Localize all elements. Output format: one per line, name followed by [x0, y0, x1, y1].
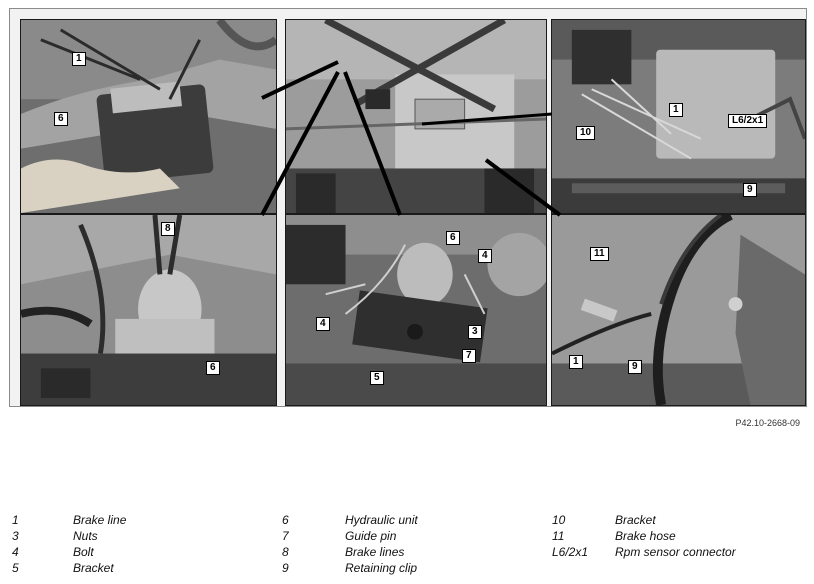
callout-p5-4b: 4 — [316, 317, 330, 331]
photo-bottom-center: 6 4 4 3 7 5 — [285, 214, 547, 406]
callout-p6-9: 9 — [628, 360, 642, 374]
callout-p5-6: 6 — [446, 231, 460, 245]
callout-p5-5: 5 — [370, 371, 384, 385]
callout-p3-10: 10 — [576, 126, 596, 140]
callout-p6-1: 1 — [569, 355, 583, 369]
callout-p1-6: 6 — [54, 112, 68, 126]
callout-p3-9: 9 — [743, 183, 757, 197]
photo-bottom-left: 8 6 — [20, 214, 277, 406]
callout-p5-3: 3 — [468, 325, 482, 339]
figure-reference: P42.10-2668-09 — [735, 418, 800, 428]
photo-bottom-right: 11 1 9 — [551, 214, 806, 406]
callout-p1-1: 1 — [72, 52, 86, 66]
photo-top-center — [285, 19, 547, 214]
photo-top-left: 1 6 — [20, 19, 277, 214]
callout-p6-11: 11 — [590, 247, 609, 261]
photo-top-right: 1 10 L6/2x1 9 — [551, 19, 806, 214]
callout-p5-7: 7 — [462, 349, 476, 363]
callout-p4-6: 6 — [206, 361, 220, 375]
figure-frame: 1 6 1 10 L6/2x1 — [9, 8, 807, 407]
callout-p3-L6-2x1: L6/2x1 — [728, 114, 768, 128]
callout-p4-8: 8 — [161, 222, 175, 236]
callout-p3-1: 1 — [669, 103, 683, 117]
callout-p5-4a: 4 — [478, 249, 492, 263]
